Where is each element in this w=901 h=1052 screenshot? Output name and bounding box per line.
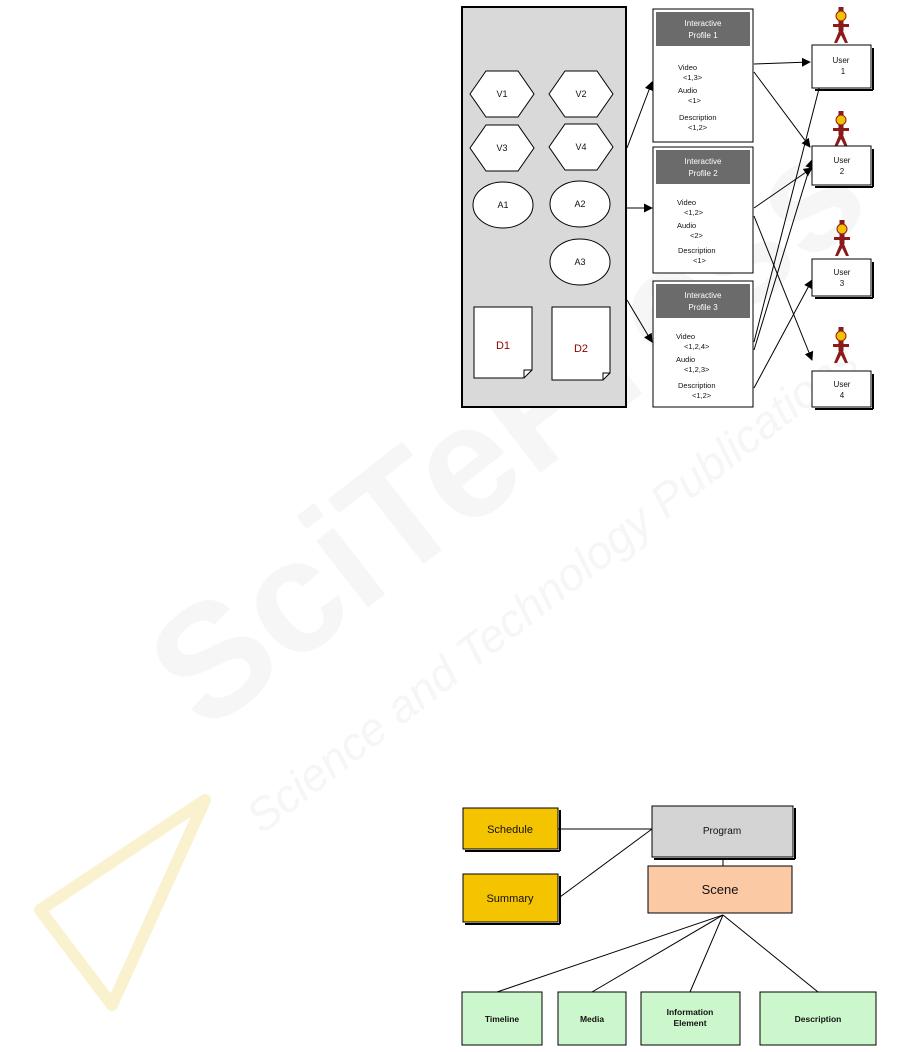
- document-1: D1: [473, 306, 533, 379]
- profile-subtitle: Profile 1: [688, 31, 718, 40]
- program-label: Program: [703, 826, 741, 837]
- profile-header: [656, 150, 750, 184]
- media-label: Media: [580, 1014, 604, 1024]
- program-structure-diagram: Schedule Summary Program Scene Timeline …: [461, 805, 877, 1046]
- profile-header: [656, 12, 750, 46]
- watermark-logo-triangle: [34, 794, 211, 1011]
- description-value: <1,2>: [692, 391, 712, 400]
- summary-label: Summary: [486, 893, 534, 905]
- video-label: Video: [676, 332, 695, 341]
- arrow-profile2-user2: [753, 167, 813, 209]
- audio-label: Audio: [677, 221, 696, 230]
- audio-value: <1>: [688, 96, 702, 105]
- audio-label: Audio: [676, 355, 695, 364]
- profile-header: [656, 284, 750, 318]
- user-3: User 3: [811, 219, 874, 299]
- profile-diagram: V1 V2 V3 V4 A1 A2 A3: [461, 6, 874, 410]
- audio-value: <1,2,3>: [684, 365, 710, 374]
- audio-value: <2>: [690, 231, 704, 240]
- profile-title: Interactive: [685, 291, 722, 300]
- user-label: User: [834, 380, 851, 389]
- user-number: 3: [840, 279, 845, 288]
- description-label: Description: [678, 381, 716, 390]
- video-value: <1,2,4>: [684, 342, 710, 351]
- video-item-4: V4: [548, 123, 614, 171]
- interactive-profile-1: Interactive Profile 1 Video <1,3> Audio …: [652, 8, 754, 143]
- document-label: D2: [574, 343, 588, 355]
- arrow-profile1-user1: [753, 57, 811, 67]
- document-label: D1: [496, 340, 510, 352]
- user-figure-icon: [832, 110, 850, 148]
- video-item-label: V3: [496, 143, 507, 153]
- profile-title: Interactive: [685, 157, 722, 166]
- connector-lines: [496, 828, 819, 993]
- user-4: User 4: [811, 326, 874, 410]
- timeline-node: Timeline: [461, 991, 543, 1046]
- scene-label: Scene: [702, 882, 739, 897]
- arrow-panel-to-profile-3: [626, 299, 653, 343]
- user-label: User: [834, 268, 851, 277]
- interactive-profile-3: Interactive Profile 3 Video <1,2,4> Audi…: [652, 280, 754, 408]
- video-item-2: V2: [548, 70, 614, 118]
- audio-item-3: A3: [549, 238, 611, 286]
- program-node: Program: [651, 805, 796, 860]
- video-item-1: V1: [469, 70, 535, 118]
- information-element-node: Information Element: [640, 991, 741, 1046]
- description-value: <1,2>: [688, 123, 708, 132]
- audio-item-2: A2: [549, 180, 611, 228]
- arrow-profile3-user3: [753, 279, 813, 389]
- audio-item-label: A1: [497, 200, 508, 210]
- profile-user-arrows: [753, 57, 825, 389]
- audio-item-label: A2: [574, 199, 585, 209]
- description-label: Description: [678, 246, 716, 255]
- profile-subtitle: Profile 3: [688, 303, 718, 312]
- user-1: User 1: [811, 6, 874, 91]
- information-element-label-line2: Element: [673, 1018, 706, 1028]
- video-label: Video: [678, 63, 697, 72]
- user-label: User: [833, 56, 850, 65]
- video-value: <1,3>: [683, 73, 703, 82]
- video-item-label: V2: [575, 89, 586, 99]
- arrow-profile1-user2: [753, 71, 811, 148]
- scene-node: Scene: [647, 865, 793, 914]
- audio-label: Audio: [678, 86, 697, 95]
- profile-subtitle: Profile 2: [688, 169, 718, 178]
- video-item-label: V1: [496, 89, 507, 99]
- media-node: Media: [557, 991, 627, 1046]
- arrow-profile2-user4: [753, 215, 814, 361]
- user-number: 4: [840, 391, 845, 400]
- video-item-3: V3: [469, 124, 535, 172]
- user-label: User: [834, 156, 851, 165]
- information-element-label: Information: [667, 1007, 714, 1017]
- user-figure-icon: [832, 6, 850, 44]
- timeline-label: Timeline: [485, 1014, 520, 1024]
- video-item-label: V4: [575, 142, 586, 152]
- profile-title: Interactive: [685, 19, 722, 28]
- audio-item-1: A1: [472, 181, 534, 229]
- description-label: Description: [679, 113, 717, 122]
- description-value: <1>: [693, 256, 707, 265]
- arrow-profile3-user2: [753, 159, 814, 351]
- schedule-node: Schedule: [462, 807, 561, 852]
- arrow-panel-to-profile-1: [626, 81, 654, 149]
- description-label: Description: [795, 1014, 842, 1024]
- user-number: 1: [841, 67, 846, 76]
- user-number: 2: [840, 167, 845, 176]
- document-2: D2: [551, 306, 611, 381]
- audio-item-label: A3: [574, 257, 585, 267]
- user-2: User 2: [811, 110, 874, 188]
- arrow-profile3-user1: [753, 76, 825, 343]
- video-label: Video: [677, 198, 696, 207]
- interactive-profile-2: Interactive Profile 2 Video <1,2> Audio …: [652, 146, 754, 274]
- video-value: <1,2>: [684, 208, 704, 217]
- schedule-label: Schedule: [487, 824, 533, 836]
- description-node: Description: [759, 991, 877, 1046]
- summary-node: Summary: [462, 873, 561, 925]
